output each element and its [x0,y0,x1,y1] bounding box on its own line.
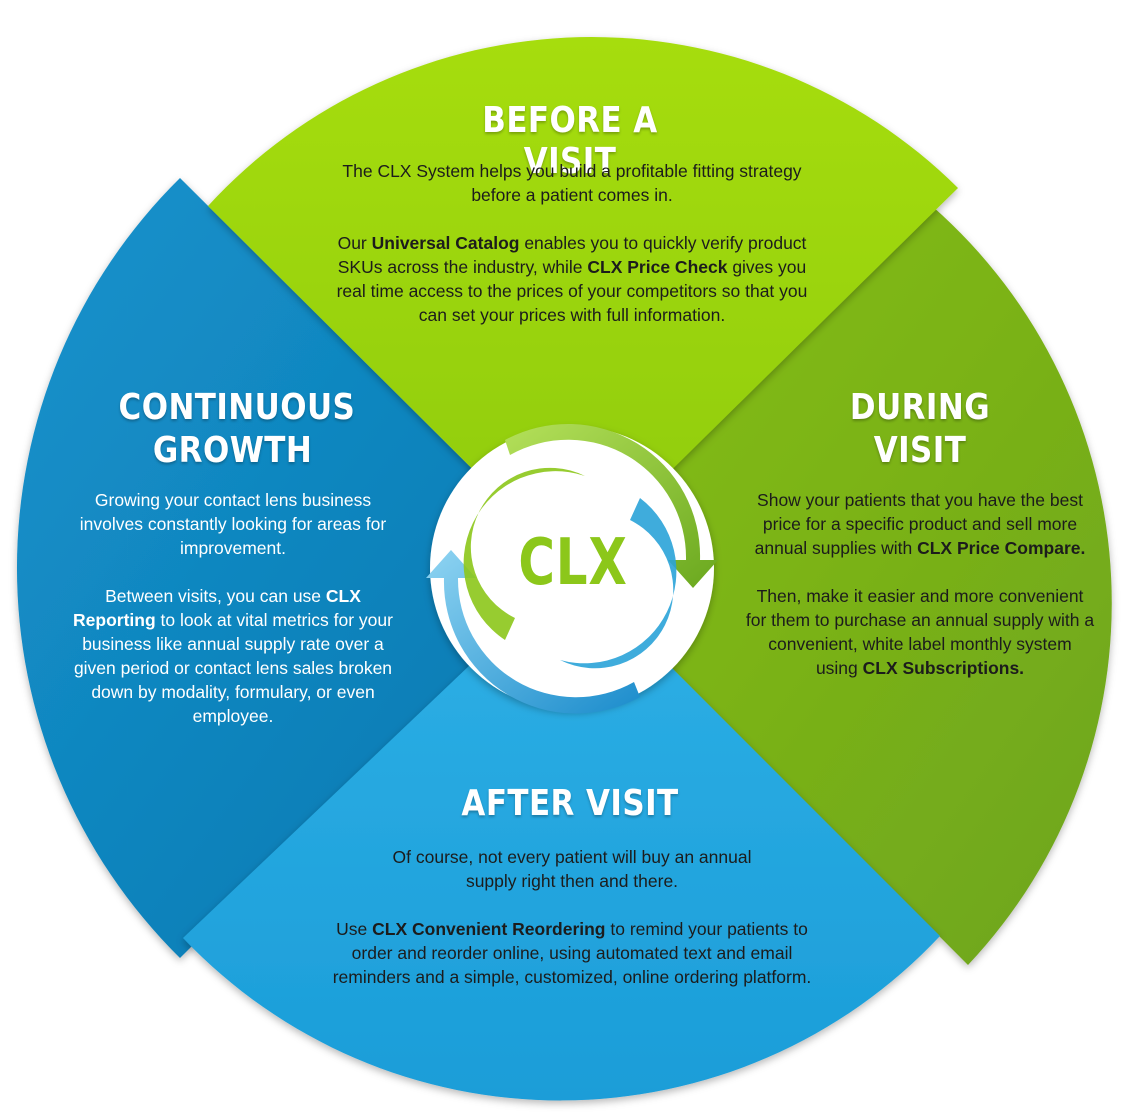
continuous-growth-title: CONTINUOUS GROWTH [118,387,356,471]
during-visit-paragraph-1: Show your patients that you have the bes… [754,490,1086,558]
logo-text: CLX [518,526,628,600]
during-visit-title: DURING VISIT [849,387,991,471]
segment-during-visit [572,206,1112,965]
continuous-growth-paragraph-2: Between visits, you can use CLX Reportin… [73,586,393,726]
continuous-growth-text: Growing your contact lens business invol… [64,488,402,752]
logo-circle [430,426,714,710]
after-visit-text: Of course, not every patient will buy an… [322,845,822,1013]
after-visit-paragraph-1: Of course, not every patient will buy an… [392,847,752,891]
segment-after-visit [183,568,940,1101]
green-cycle-arrow [505,423,718,588]
before-visit-paragraph-2: Our Universal Catalog enables you to qui… [336,233,808,325]
before-visit-title: BEFORE A VISIT [482,100,658,182]
segment-continuous-growth [16,178,572,958]
during-visit-paragraph-2: Then, make it easier and more convenient… [745,586,1095,678]
blue-cycle-arrow [426,550,640,714]
during-visit-text: Show your patients that you have the bes… [745,488,1095,704]
after-visit-paragraph-2: Use CLX Convenient Reordering to remind … [332,919,812,987]
segment-before-visit [208,37,958,568]
continuous-growth-paragraph-1: Growing your contact lens business invol… [79,490,387,558]
before-visit-paragraph-1: The CLX System helps you build a profita… [342,161,802,205]
after-visit-title: AFTER VISIT [461,783,679,824]
before-visit-text: The CLX System helps you build a profita… [335,159,809,351]
